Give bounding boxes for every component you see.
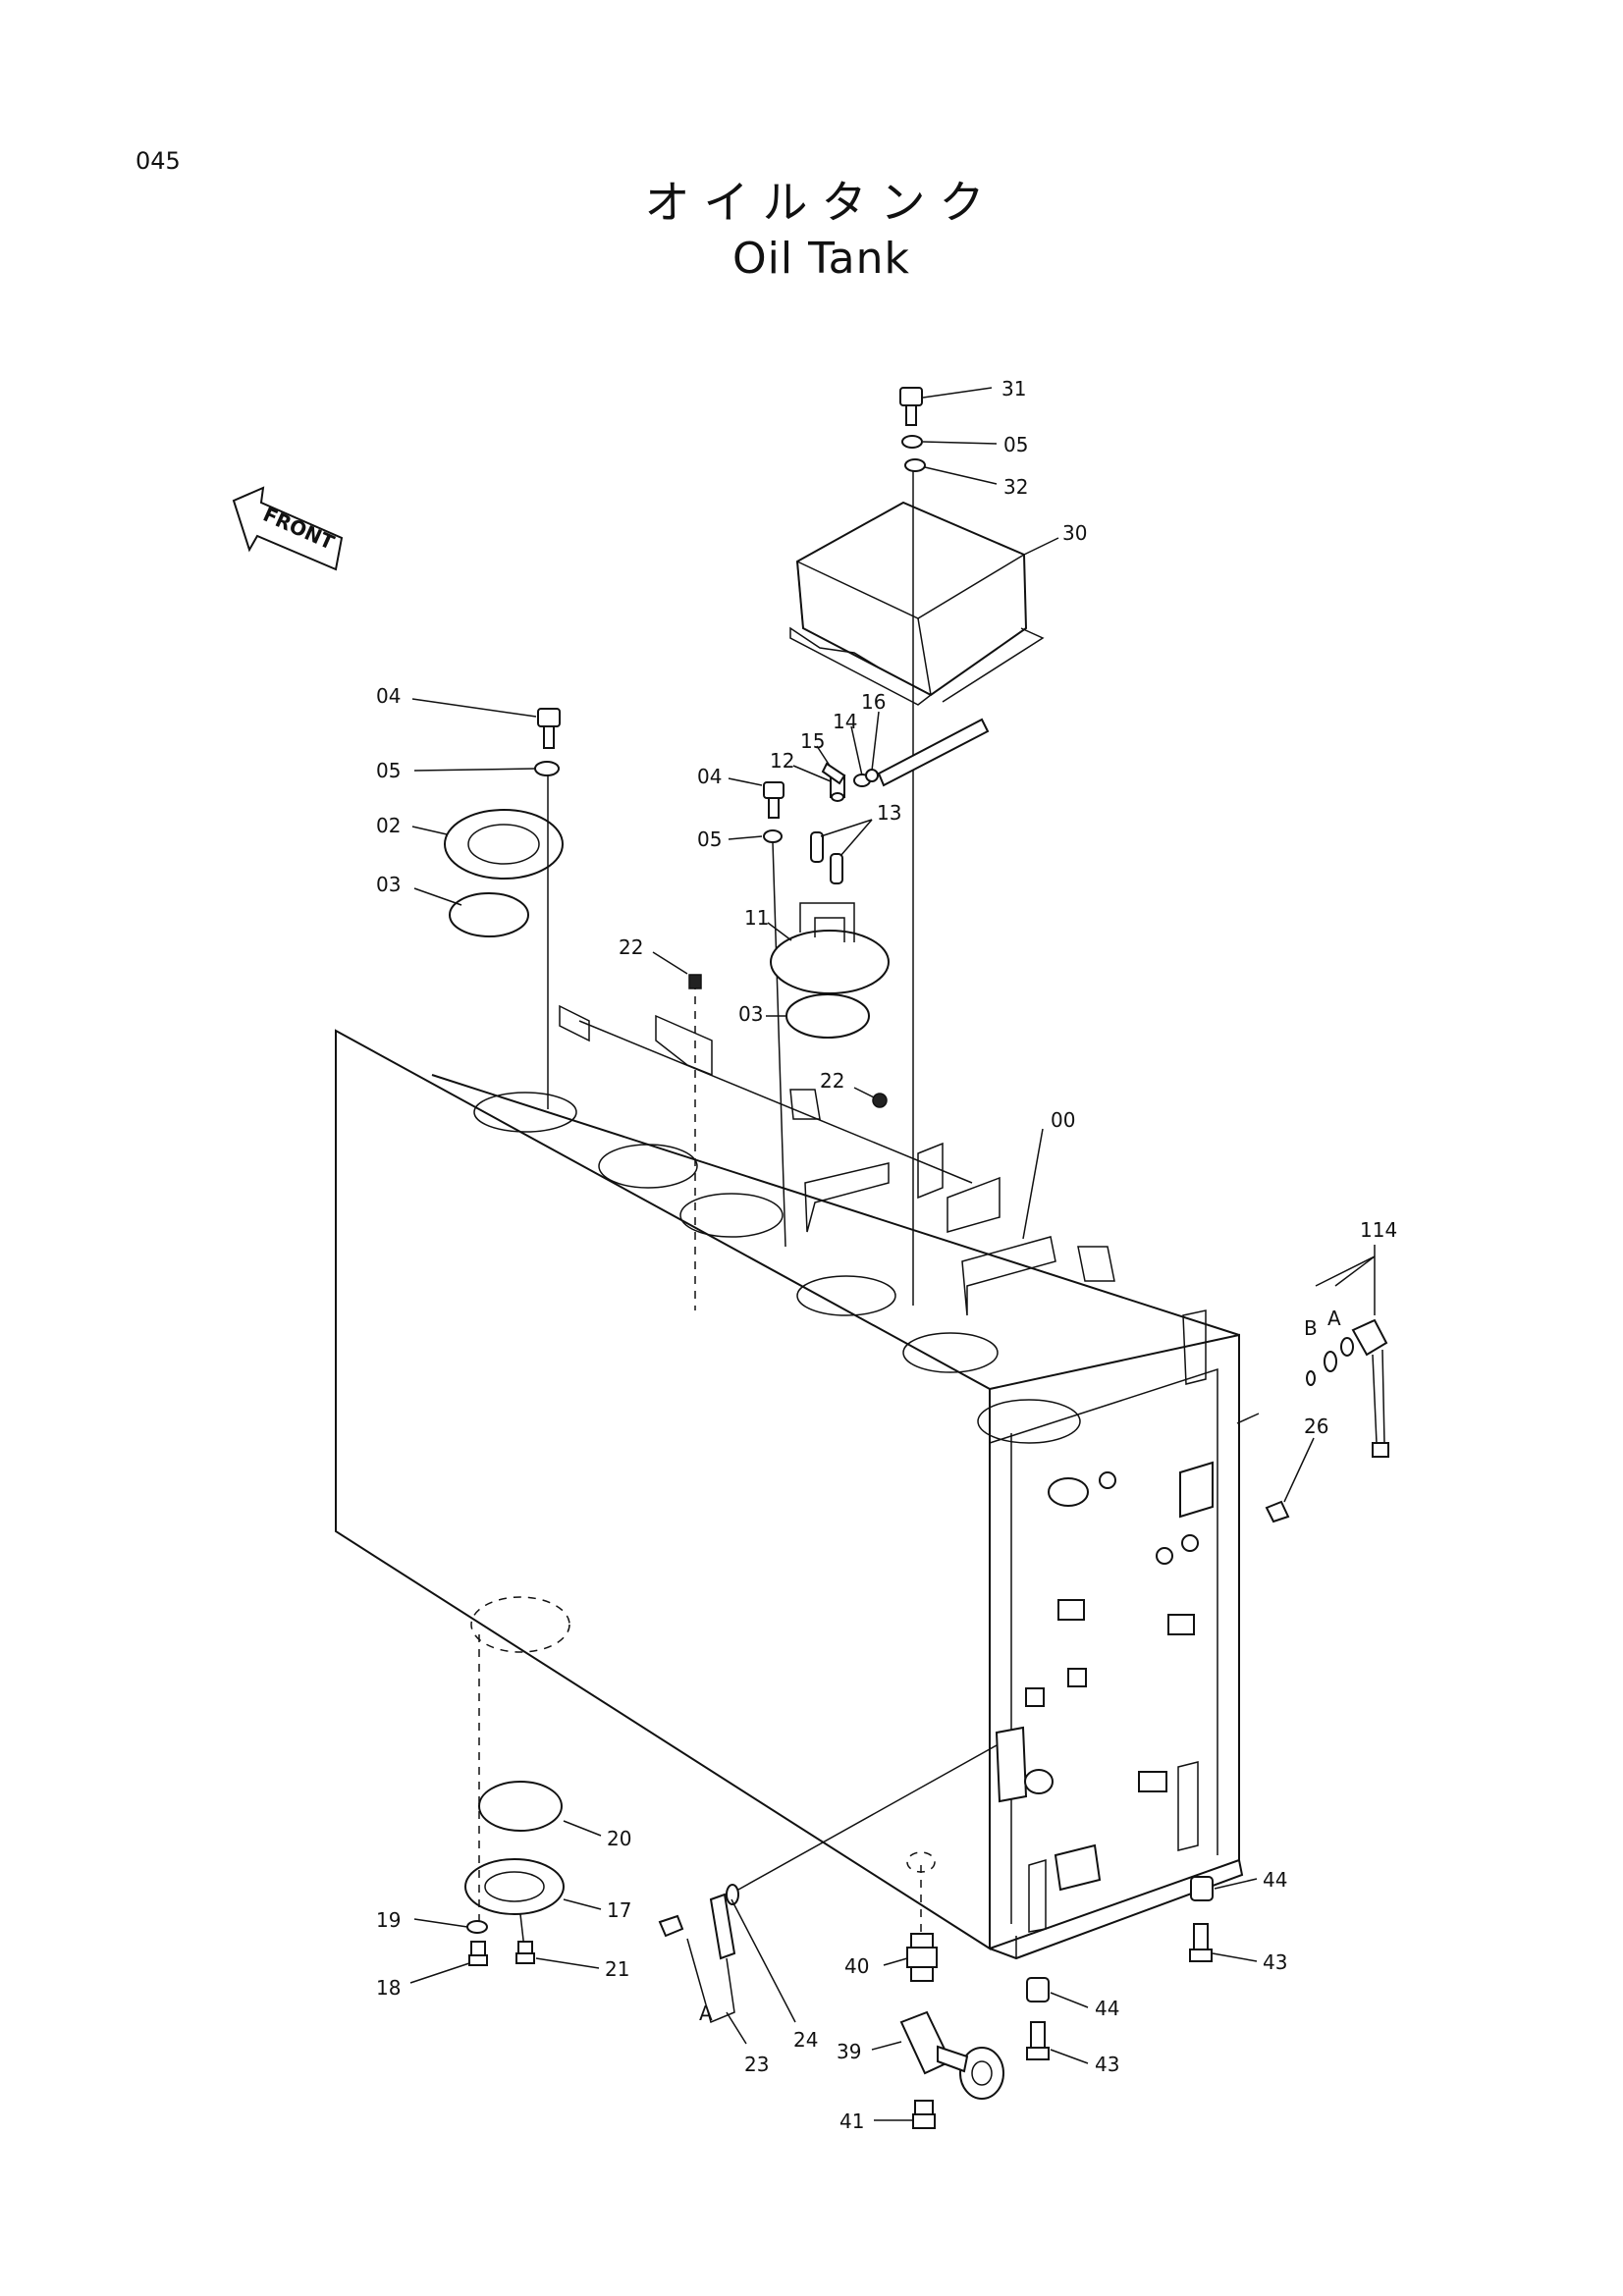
callout-24: 24 <box>793 2028 818 2052</box>
mount-44-center <box>1026 1977 1050 2002</box>
callout-00: 00 <box>1051 1108 1075 1132</box>
leader-00-line <box>1022 1128 1044 1240</box>
cover-30 <box>789 501 1045 706</box>
callout-A: A <box>699 2002 713 2025</box>
gasket-03-left <box>449 892 529 937</box>
washer-32 <box>904 458 926 472</box>
callout-31: 31 <box>1001 377 1026 400</box>
fitting-41 <box>912 2100 936 2129</box>
callout-B: B <box>1304 1316 1318 1340</box>
bolt-43-center <box>1026 2021 1050 2060</box>
plug-21 <box>515 1941 535 1964</box>
callout-43: 43 <box>1095 2053 1119 2076</box>
bolt-18 <box>468 1941 488 1966</box>
flange-02 <box>444 809 564 880</box>
callout-17: 17 <box>607 1898 631 1922</box>
front-arrow: FRONT <box>232 486 344 571</box>
callout-04: 04 <box>697 765 722 788</box>
callout-114: 114 <box>1360 1218 1397 1242</box>
bolt-04-center <box>763 781 784 819</box>
callout-15: 15 <box>800 729 825 753</box>
title-japanese: オイルタンク <box>644 176 999 229</box>
callout-21: 21 <box>605 1957 629 1981</box>
callout-12: 12 <box>770 749 794 773</box>
callout-11: 11 <box>744 906 769 930</box>
callout-02: 02 <box>376 814 401 837</box>
tank-body <box>335 982 1244 1960</box>
callout-labels: 31 05 32 30 04 05 02 03 16 14 15 12 04 1… <box>376 377 1397 2133</box>
cover-11 <box>770 902 890 994</box>
callout-32: 32 <box>1003 475 1028 499</box>
callout-22: 22 <box>820 1069 844 1093</box>
callout-22: 22 <box>619 935 643 959</box>
callout-18: 18 <box>376 1976 401 2000</box>
gasket-03-center <box>785 993 870 1039</box>
bolt-43-right <box>1189 1923 1213 1962</box>
washer-05-left <box>534 761 560 776</box>
washer-05-top <box>901 435 923 449</box>
page-number: 045 <box>135 147 181 175</box>
callout-39: 39 <box>837 2040 861 2063</box>
callout-05: 05 <box>376 759 401 782</box>
front-arrow-label: FRONT <box>259 503 338 555</box>
washer-24 <box>726 1884 739 1905</box>
cover-20-17 <box>464 1634 565 1949</box>
callout-44: 44 <box>1095 1997 1119 2020</box>
washer-05-center <box>763 829 783 843</box>
callout-03: 03 <box>376 873 401 896</box>
callout-14: 14 <box>833 710 857 733</box>
callout-43: 43 <box>1263 1950 1287 1974</box>
callout-03: 03 <box>738 1002 763 1026</box>
title-english: Oil Tank <box>732 234 910 284</box>
callout-A: A <box>1327 1307 1341 1330</box>
callout-41: 41 <box>839 2109 864 2133</box>
callout-04: 04 <box>376 684 401 708</box>
plug-26 <box>1265 1500 1290 1523</box>
plug-22-center <box>872 1093 888 1108</box>
mount-44-right <box>1190 1876 1214 1901</box>
callout-30: 30 <box>1062 521 1087 545</box>
washer-19 <box>466 1920 488 1934</box>
callout-19: 19 <box>376 1908 401 1932</box>
callout-26: 26 <box>1304 1415 1328 1438</box>
gauge-23 <box>658 1893 736 2024</box>
callout-05: 05 <box>1003 433 1028 456</box>
bolt-31 <box>899 387 923 426</box>
breather-12 <box>830 774 845 802</box>
callout-44: 44 <box>1263 1868 1287 1892</box>
callout-05: 05 <box>697 828 722 851</box>
callout-13: 13 <box>877 801 901 825</box>
sensor-114 <box>1306 1245 1389 1458</box>
valve-39 <box>899 2010 1004 2100</box>
switch-13 <box>810 831 843 884</box>
callout-20: 20 <box>607 1827 631 1850</box>
bolt-04-left <box>537 708 561 749</box>
callout-16: 16 <box>861 690 886 714</box>
callout-40: 40 <box>844 1954 869 1978</box>
plug-22-left <box>688 974 702 989</box>
leader-lines <box>409 387 1315 2121</box>
fitting-40 <box>906 1933 938 1982</box>
callout-23: 23 <box>744 2053 769 2076</box>
